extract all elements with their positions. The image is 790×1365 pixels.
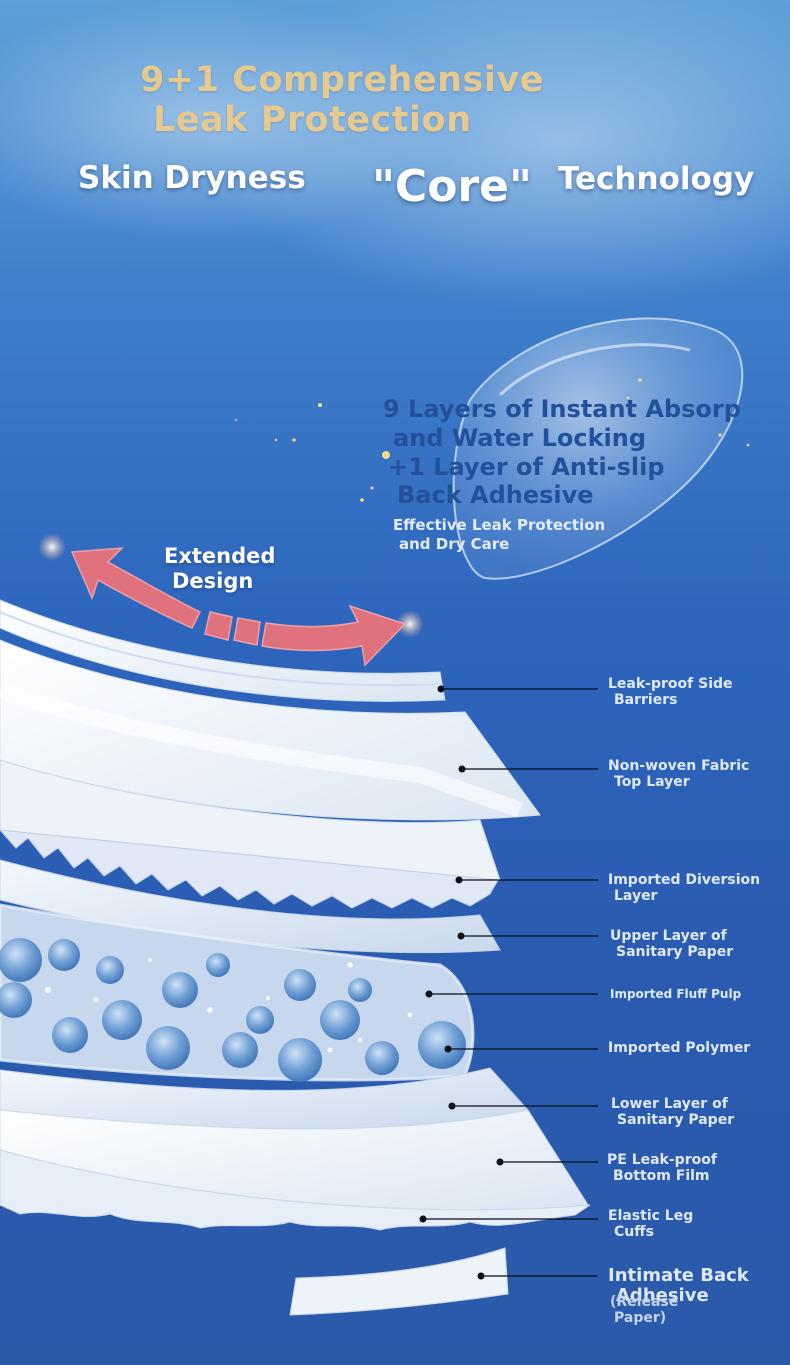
label-pe-film-1: PE Leak-proof: [607, 1152, 717, 1168]
feature-skin-dryness: Skin Dryness: [78, 160, 306, 196]
feature-technology: Technology: [558, 161, 755, 197]
label-top-layer-2: Top Layer: [614, 774, 690, 790]
extended-line2: Design: [172, 569, 254, 593]
label-back-adhesive-3: (Release: [610, 1294, 679, 1310]
layers-claim-line1: 9 Layers of Instant Absorp: [383, 395, 741, 423]
layers-claim-line2: and Water Locking: [393, 424, 647, 452]
label-back-adhesive-1: Intimate Back: [608, 1265, 749, 1286]
label-lower-paper-1: Lower Layer of: [611, 1096, 728, 1112]
label-upper-paper-1: Upper Layer of: [610, 928, 727, 944]
label-side-barriers-1: Leak-proof Side: [608, 676, 733, 692]
label-back-adhesive-2: Adhesive: [616, 1285, 709, 1306]
label-top-layer-1: Non-woven Fabric: [608, 758, 750, 774]
label-leg-cuffs-2: Cuffs: [614, 1224, 654, 1240]
label-side-barriers-2: Barriers: [614, 692, 678, 708]
effect-line2: and Dry Care: [399, 535, 510, 553]
layers-claim-line3: +1 Layer of Anti-slip: [388, 453, 665, 481]
label-pe-film-2: Bottom Film: [613, 1168, 710, 1184]
feature-core: "Core": [372, 161, 532, 212]
label-leg-cuffs-1: Elastic Leg: [608, 1208, 694, 1224]
headline-line1: 9+1 Comprehensive: [140, 60, 544, 100]
headline-line2: Leak Protection: [153, 100, 472, 140]
label-back-adhesive-4: Paper): [614, 1310, 667, 1326]
layers-claim-line4: Back Adhesive: [397, 481, 594, 509]
label-diversion-1: Imported Diversion: [608, 872, 761, 888]
label-upper-paper-2: Sanitary Paper: [616, 944, 734, 960]
label-diversion-2: Layer: [614, 888, 658, 904]
extended-line1: Extended: [164, 544, 276, 568]
label-polymer: Imported Polymer: [608, 1040, 751, 1056]
label-fluff-pulp: Imported Fluff Pulp: [610, 987, 742, 1001]
effect-line1: Effective Leak Protection: [393, 516, 606, 534]
label-lower-paper-2: Sanitary Paper: [617, 1112, 735, 1128]
